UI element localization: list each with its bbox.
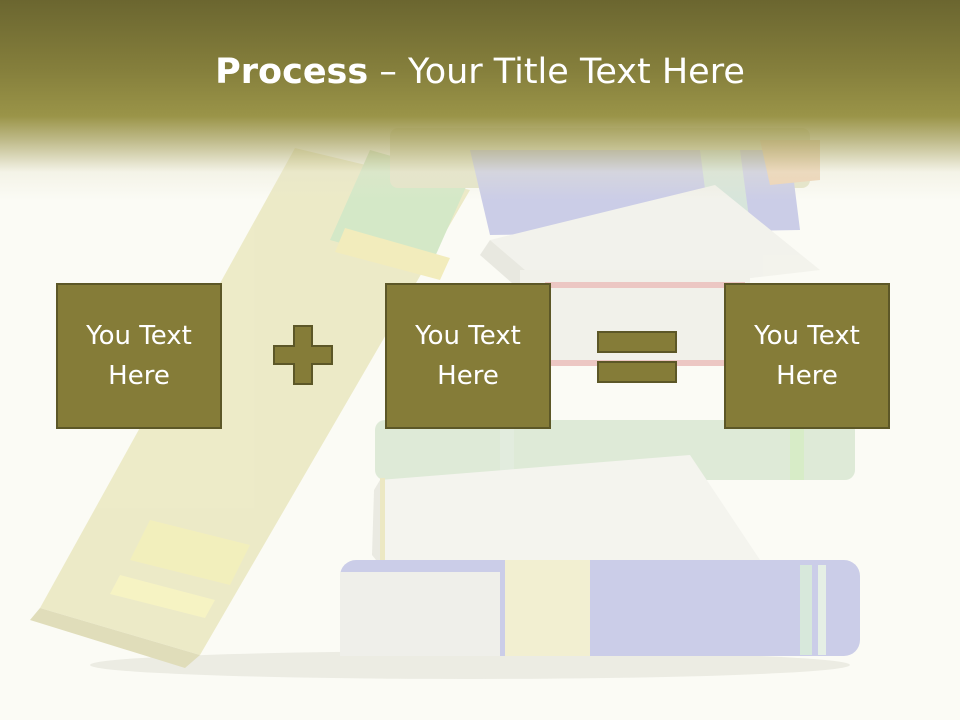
process-box-3[interactable]: You Text Here xyxy=(724,283,890,429)
process-box-1[interactable]: You Text Here xyxy=(56,283,222,429)
plus-icon xyxy=(273,325,333,385)
title-rest-text: – Your Title Text Here xyxy=(368,52,745,92)
process-box-2[interactable]: You Text Here xyxy=(385,283,551,429)
equals-icon xyxy=(597,331,677,383)
slide-title[interactable]: Process – Your Title Text Here xyxy=(0,52,960,92)
title-band xyxy=(0,0,960,200)
process-box-2-text: You Text Here xyxy=(415,321,521,391)
process-box-1-text: You Text Here xyxy=(86,321,192,391)
process-box-3-text: You Text Here xyxy=(754,321,860,391)
title-bold-text: Process xyxy=(215,52,369,92)
